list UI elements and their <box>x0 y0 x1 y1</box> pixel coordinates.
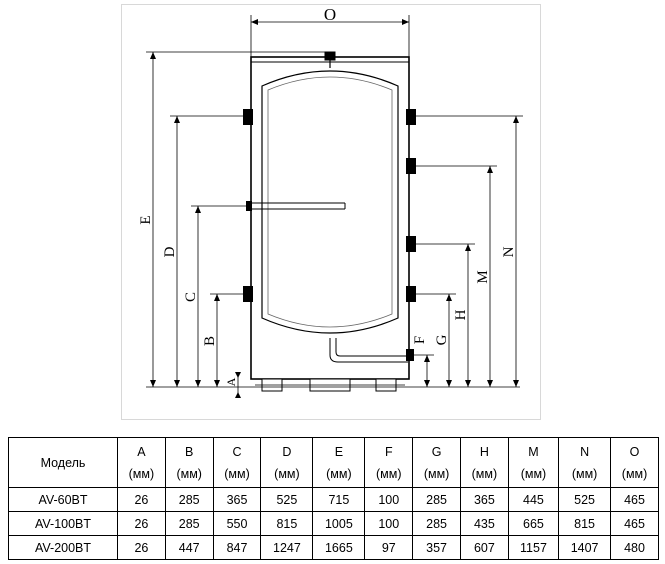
model-column-header: Модель <box>8 437 118 488</box>
dim-label-o: O <box>324 5 336 24</box>
table-row: AV-100BT 26 285 550 815 1005 100 285 435… <box>8 511 659 536</box>
column-header-c: C (мм) <box>212 437 262 488</box>
value-cell: 815 <box>260 511 314 536</box>
value-cell: 26 <box>117 511 166 536</box>
column-header-g: G (мм) <box>412 437 461 488</box>
dim-label-e: E <box>138 215 154 224</box>
dim-label-d: D <box>162 246 178 257</box>
water-heater-dimension-drawing: O E D C B A F G H M N <box>138 5 523 398</box>
dim-label-m: M <box>475 270 491 283</box>
column-letter: G <box>431 444 442 459</box>
value-cell: 607 <box>460 535 509 560</box>
value-cell: 97 <box>364 535 414 560</box>
value-cell: 357 <box>412 535 461 560</box>
column-unit: (мм) <box>423 466 450 481</box>
column-header-b: B (мм) <box>164 437 214 488</box>
column-letter: O <box>629 444 640 459</box>
column-header-n: N (мм) <box>558 437 612 488</box>
value-cell: 525 <box>558 487 612 512</box>
model-cell: AV-60BT <box>8 487 118 512</box>
column-header-f: F (мм) <box>364 437 414 488</box>
column-letter: E <box>334 444 344 459</box>
value-cell: 715 <box>312 487 366 512</box>
value-cell: 1005 <box>312 511 366 536</box>
value-cell: 26 <box>117 535 166 560</box>
value-cell: 1157 <box>507 535 560 560</box>
dim-label-c: C <box>183 292 199 302</box>
dim-label-f: F <box>412 336 428 344</box>
column-letter: A <box>137 444 146 459</box>
column-letter: H <box>479 444 489 459</box>
column-letter: N <box>580 444 590 459</box>
value-cell: 1665 <box>312 535 366 560</box>
column-header-e: E (мм) <box>312 437 366 488</box>
column-unit: (мм) <box>376 466 402 481</box>
value-cell: 435 <box>460 511 509 536</box>
column-header-a: A (мм) <box>117 437 166 488</box>
column-unit: (мм) <box>326 466 352 481</box>
column-letter: B <box>185 444 194 459</box>
column-header-h: H (мм) <box>460 437 509 488</box>
value-cell: 847 <box>212 535 262 560</box>
model-cell: AV-200BT <box>8 535 118 560</box>
dim-label-b: B <box>202 336 218 346</box>
value-cell: 365 <box>212 487 262 512</box>
column-unit: (мм) <box>621 466 648 481</box>
column-letter: D <box>282 444 292 459</box>
value-cell: 445 <box>507 487 560 512</box>
value-cell: 525 <box>260 487 314 512</box>
table-row: AV-60BT 26 285 365 525 715 100 285 365 4… <box>8 487 659 512</box>
dimension-labels: O E D C B A F G H M N <box>138 5 517 386</box>
dim-label-n: N <box>501 246 517 257</box>
connection-fittings <box>243 109 416 361</box>
column-unit: (мм) <box>176 466 202 481</box>
value-cell: 365 <box>460 487 509 512</box>
column-header-m: M (мм) <box>507 437 560 488</box>
value-cell: 26 <box>117 487 166 512</box>
value-cell: 1247 <box>260 535 314 560</box>
dim-label-g: G <box>434 334 450 345</box>
dimension-arrows <box>150 19 519 398</box>
column-unit: (мм) <box>224 466 250 481</box>
value-cell: 815 <box>558 511 612 536</box>
column-letter: C <box>232 444 242 459</box>
value-cell: 285 <box>412 487 461 512</box>
column-unit: (мм) <box>471 466 498 481</box>
column-unit: (мм) <box>571 466 598 481</box>
table-row: AV-200BT 26 447 847 1247 1665 97 357 607… <box>8 535 659 560</box>
dim-label-h: H <box>453 309 469 320</box>
value-cell: 285 <box>412 511 461 536</box>
value-cell: 100 <box>364 511 414 536</box>
column-letter: F <box>384 444 393 459</box>
value-cell: 285 <box>164 487 214 512</box>
column-letter: M <box>528 444 539 459</box>
dim-label-a: A <box>224 377 238 386</box>
value-cell: 665 <box>507 511 560 536</box>
value-cell: 465 <box>610 511 659 536</box>
column-header-d: D (мм) <box>260 437 314 488</box>
value-cell: 100 <box>364 487 414 512</box>
dimension-lines <box>146 15 523 398</box>
value-cell: 447 <box>164 535 214 560</box>
value-cell: 465 <box>610 487 659 512</box>
column-header-o: O (мм) <box>610 437 659 488</box>
table-header-row: Модель A (мм) B (мм) C (мм) D (мм) E (мм) F (м… <box>8 437 659 488</box>
column-unit: (мм) <box>274 466 300 481</box>
column-unit: (мм) <box>128 466 155 481</box>
value-cell: 1407 <box>558 535 612 560</box>
value-cell: 480 <box>610 535 659 560</box>
value-cell: 550 <box>212 511 262 536</box>
tank-body <box>250 51 410 392</box>
model-cell: AV-100BT <box>8 511 118 536</box>
column-unit: (мм) <box>520 466 547 481</box>
dimensions-table: Модель A (мм) B (мм) C (мм) D (мм) E (мм) F (м… <box>8 437 659 560</box>
value-cell: 285 <box>164 511 214 536</box>
drawing-frame <box>121 4 541 420</box>
